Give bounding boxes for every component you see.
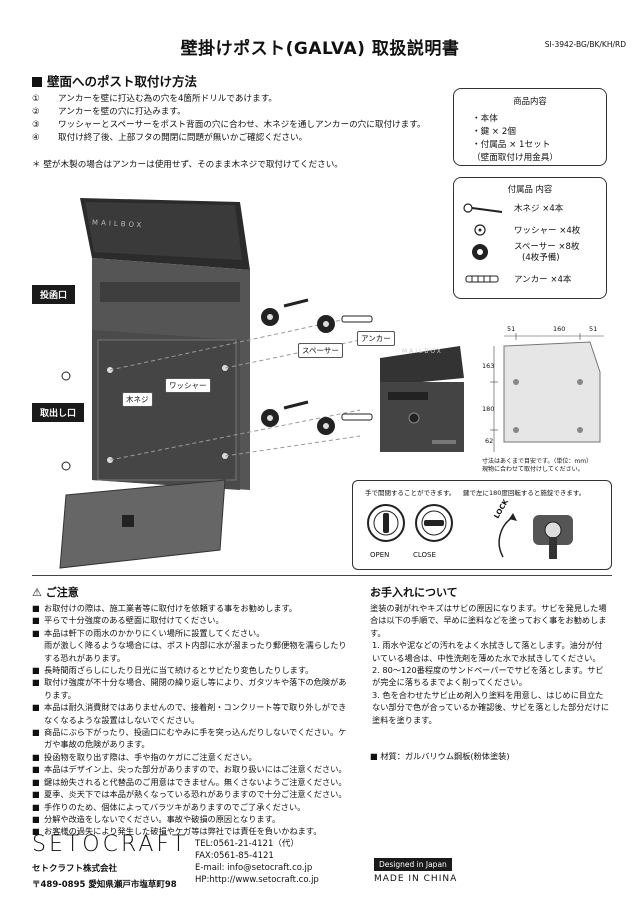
made-in: MADE IN CHINA xyxy=(374,874,458,884)
anchor-icon xyxy=(465,275,499,283)
accessory-row: 木ネジ ×4本 xyxy=(462,200,563,216)
anchor-icon xyxy=(341,315,373,323)
spacer-icon xyxy=(472,244,488,260)
dim-top-left: 51 xyxy=(507,325,516,333)
close-label: CLOSE xyxy=(413,551,436,559)
list-item: ■平らで十分強度のある壁面に取付けてください。 xyxy=(32,615,224,626)
mailbox-brand-small: MAILBOX xyxy=(402,348,443,355)
outlet-label: 取出し口 xyxy=(32,403,85,422)
list-item: ■本品は耐久消費財ではありませんので、接着剤・コンクリート等で取り外しができなく… xyxy=(32,702,347,725)
wood-screw-icon xyxy=(283,400,309,410)
list-item: ■取付け強度が不十分な場合、開閉の繰り返し等により、ガタツキや落下の危険がありま… xyxy=(32,677,347,700)
list-item: ■本品は軒下の雨水のかかりにくい場所に設置してください。 xyxy=(32,627,265,638)
list-item: ■鍵は紛失されると代替品のご用意はできません。無くさないようご注意ください。 xyxy=(32,776,347,787)
square-bullet-icon xyxy=(32,77,42,87)
accessory-row: ワッシャー ×4枚 xyxy=(462,222,580,238)
list-item: ■長時間雨ざらしにしたり日光に当て続けるとサビたり変色したりします。 xyxy=(32,665,314,676)
wood-wall-note: ＊ 壁が木製の場合はアンカーは使用せず、そのまま木ネジで取付けてください。 xyxy=(32,160,343,170)
anchor-icon xyxy=(341,413,373,421)
list-item: ■商品にぶら下がったり、投函口にむやみに手を突っ込んだりしないでください。ケガや… xyxy=(32,727,347,750)
dim-top-right: 51 xyxy=(589,325,598,333)
care-step: 2. 80～120番程度のサンドペーパーでサビを落とします。サビが完全に落ちるま… xyxy=(372,665,604,688)
list-item: ■本品はデザイン上、尖った部分がありますので、お取り扱いにはご注意ください。 xyxy=(32,764,347,775)
dim-side-top: 163 xyxy=(482,362,495,370)
lock-caption-right: 鍵で左に180度回転すると施錠できます。 xyxy=(463,489,586,497)
contact-info: TEL:0561-21-4121（代） FAX:0561-85-4121 E-m… xyxy=(195,838,319,886)
contents-title: 商品内容 xyxy=(513,96,547,106)
lock-box: 手で開閉することができます。 鍵で左に180度回転すると施錠できます。 OPEN… xyxy=(352,480,612,570)
washer-icon xyxy=(474,224,486,236)
dim-side-mid: 180 xyxy=(482,405,495,413)
caution-list: ■お取付けの際は、施工業者等に取付けを依頼する事をお勧めします。 ■平らで十分強… xyxy=(32,602,350,838)
caution-heading: ⚠ ご注意 xyxy=(32,586,79,599)
slot-label: 投函口 xyxy=(32,285,76,304)
content-item: ・本体 xyxy=(472,114,498,124)
lock-open-icon xyxy=(367,504,405,542)
washer-icon xyxy=(61,461,71,471)
content-item: ・付属品 × 1セット xyxy=(472,140,551,150)
lock-caption-left: 手で開閉することができます。 xyxy=(365,489,456,497)
list-item: ■夏季、炎天下では本品が熱くなっている恐れがありますので十分ご注意ください。 xyxy=(32,789,347,800)
page-title: 壁掛けポスト(GALVA) 取扱説明書 xyxy=(180,39,460,59)
list-item: ■手作りのため、個体によってバラツキがありますのでご了承ください。 xyxy=(32,801,306,812)
list-item: 雨が激しく降るような場合には、ポスト内部に水が溜まったり郵便物を濡らしたりする恐… xyxy=(44,640,347,663)
website-link[interactable]: HP:http://www.setocraft.co.jp xyxy=(195,875,319,885)
mailbox-front-illustration xyxy=(380,346,464,452)
accessories-title: 付属品 内容 xyxy=(507,184,553,194)
back-view-diagram xyxy=(490,333,604,452)
spacer-label: スペーサー xyxy=(298,343,343,358)
designed-badge: Designed in Japan xyxy=(374,858,452,871)
care-step: 1. 雨水や泥などの汚れをよく水拭きして落とします。油分が付いている場合は、中性… xyxy=(372,640,603,663)
care-section: 塗装の剥がれやキズはサビの原因になります。サビを発見した場合は以下の手順で、早め… xyxy=(370,602,610,726)
accessory-row: スペーサー ×8枚(4枚予備) xyxy=(462,242,579,264)
list-item: ■お客様の過失により発生した破損やケガ等は弊社では責任を負いかねます。 xyxy=(32,826,322,837)
product-code: SI-3942-BG/BK/KH/RD xyxy=(544,40,626,49)
washer-label: ワッシャー xyxy=(165,378,211,393)
tel: TEL:0561-21-4121（代） xyxy=(195,839,299,849)
dims-note: 寸法はあくまで目安です。（単位：mm）現物に合わせて取付けしてください。 xyxy=(482,458,593,473)
contents-box: 商品内容 ・本体 ・鍵 × 2個 ・付属品 × 1セット （壁面取付け用金具） xyxy=(453,88,607,166)
washer-icon xyxy=(61,371,71,381)
list-item: ■分解や改造をしないでください。事故や破損の原因となります。 xyxy=(32,813,281,824)
section-divider xyxy=(32,575,612,576)
warning-icon: ⚠ xyxy=(32,586,42,599)
install-heading: 壁面へのポスト取付け方法 xyxy=(32,71,197,90)
content-item: ・鍵 × 2個 xyxy=(472,127,516,137)
company-logo: SETOCRAFT xyxy=(32,832,189,857)
care-step: 3. 色を合わせたサビ止め剤入り塗料を用意し、はじめに目立たない部分で色が合って… xyxy=(372,689,610,725)
lock-close-icon xyxy=(415,504,453,542)
care-heading: お手入れについて xyxy=(370,586,458,599)
accessories-box: 付属品 内容 木ネジ ×4本 ワッシャー ×4枚 スペーサー ×8枚(4枚予備)… xyxy=(453,177,607,299)
dim-top-mid: 160 xyxy=(553,325,566,333)
screw-label: 木ネジ xyxy=(122,392,153,407)
list-item: ■投函物を取り出す際は、手や指のケガにご注意ください。 xyxy=(32,751,257,762)
material-note: ■ 材質：ガルバリウム鋼板(粉体塗装) xyxy=(370,751,510,761)
installation-diagram xyxy=(59,198,373,569)
open-label: OPEN xyxy=(370,551,390,559)
company-name: セトクラフト株式会社 xyxy=(32,864,118,874)
anchor-label: アンカー xyxy=(357,331,395,346)
wood-screw-icon xyxy=(283,298,309,308)
list-item: ■お取付けの際は、施工業者等に取付けを依頼する事をお勧めします。 xyxy=(32,603,297,613)
fax: FAX:0561-85-4121 xyxy=(195,851,274,861)
care-intro: 塗装の剥がれやキズはサビの原因になります。サビを発見した場合は以下の手順で、早め… xyxy=(370,603,607,638)
accessory-row: アンカー ×4本 xyxy=(462,271,571,287)
key-turn-illustration xyxy=(498,513,573,559)
content-item: （壁面取付け用金具） xyxy=(472,153,558,163)
wood-screw-icon xyxy=(463,203,503,213)
dim-side-bottom: 62 xyxy=(485,437,494,445)
company-address: 〒489-0895 愛知県瀬戸市塩草町98 xyxy=(32,880,177,890)
email-link[interactable]: E-mail: info@setocraft.co.jp xyxy=(195,863,313,873)
